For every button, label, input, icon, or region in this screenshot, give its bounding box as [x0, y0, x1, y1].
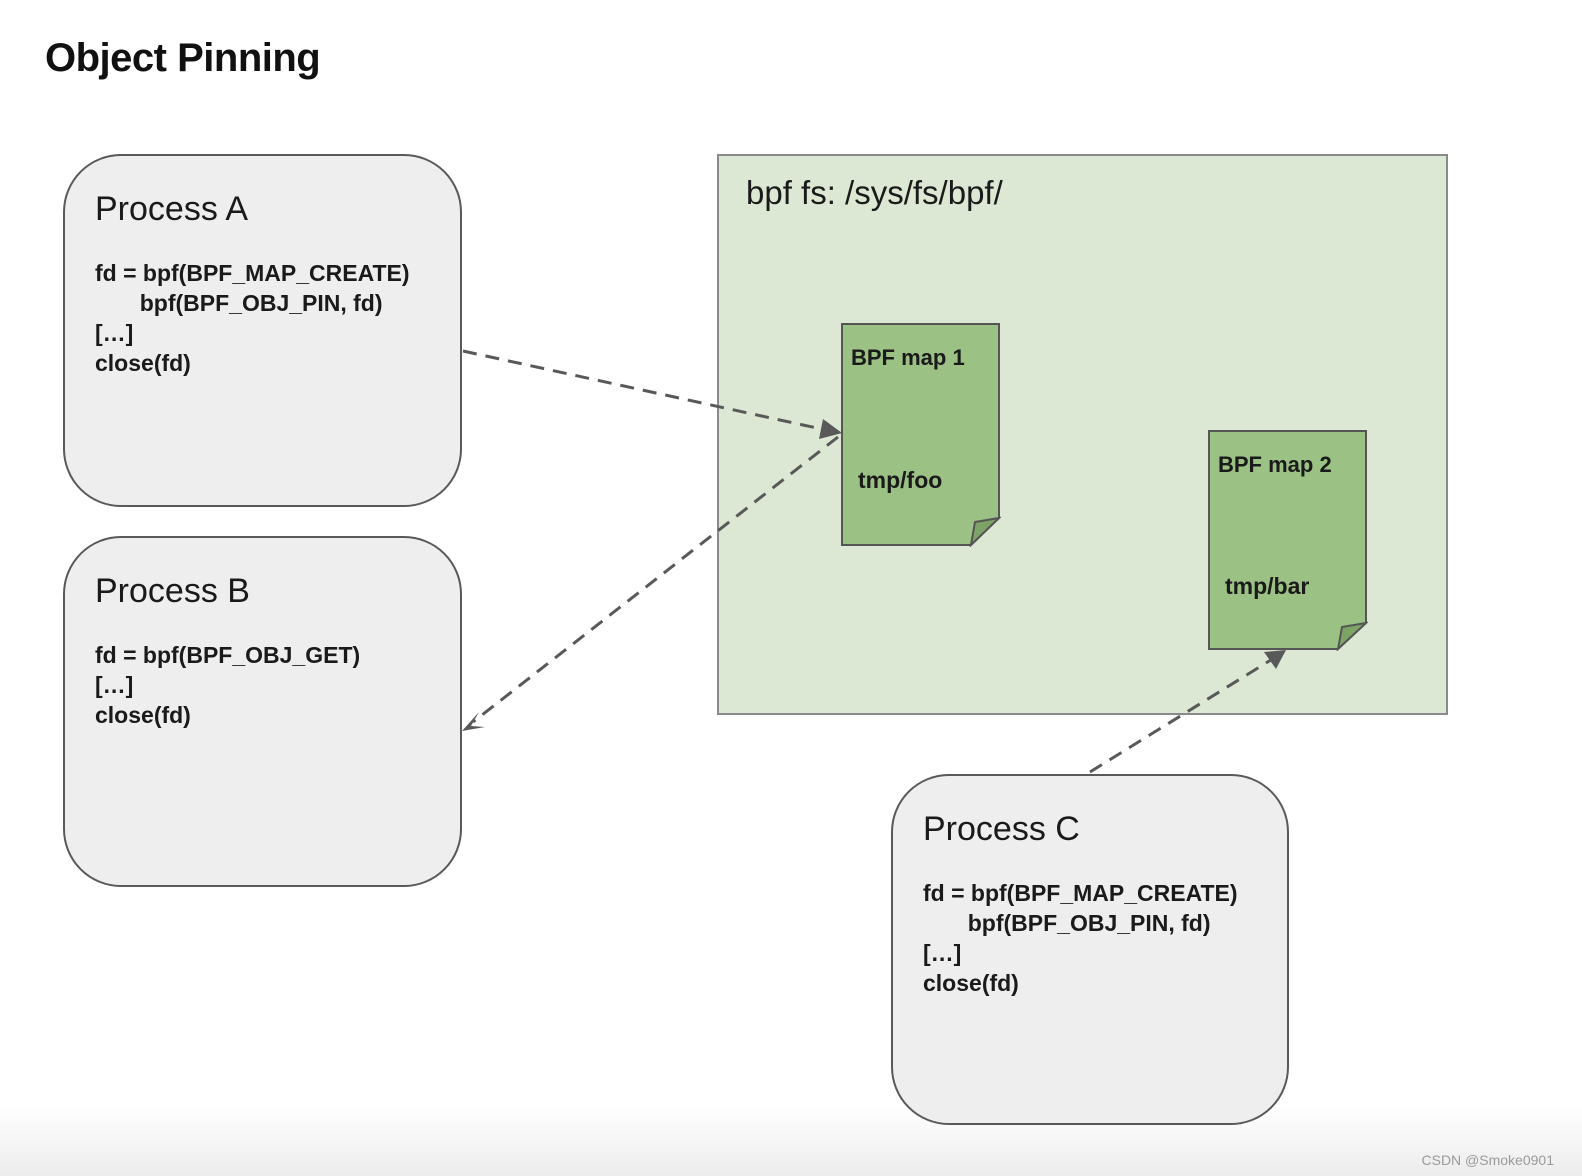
- process-a-box: Process A fd = bpf(BPF_MAP_CREATE) bpf(B…: [63, 154, 462, 507]
- process-b-box: Process B fd = bpf(BPF_OBJ_GET) […] clos…: [63, 536, 462, 887]
- bpf-map-1: BPF map 1 tmp/foo: [841, 323, 1001, 547]
- arrow-map-1-to-process-b: [472, 435, 839, 724]
- process-a-title: Process A: [95, 190, 249, 228]
- bpf-map-1-path: tmp/foo: [858, 467, 943, 493]
- process-c-box: Process C fd = bpf(BPF_MAP_CREATE) bpf(B…: [891, 774, 1289, 1125]
- bpf-map-1-document-icon: [841, 323, 1001, 547]
- arrow-process-a-to-map-1: [462, 349, 827, 432]
- arrowhead-map-2: [1264, 650, 1286, 669]
- arrow-process-c-to-map-2: [1089, 656, 1275, 774]
- bpf-map-2-path: tmp/bar: [1225, 573, 1310, 599]
- arrowhead-process-b: [462, 712, 485, 731]
- process-b-title: Process B: [95, 572, 250, 610]
- watermark: CSDN @Smoke0901: [1421, 1152, 1555, 1168]
- arrowhead-map-1: [819, 419, 842, 439]
- process-c-title: Process C: [923, 810, 1080, 848]
- bottom-shade: [0, 1106, 1582, 1176]
- bpf-map-2: BPF map 2 tmp/bar: [1208, 430, 1368, 651]
- bpf-fs-label: bpf fs: /sys/fs/bpf/: [746, 174, 1003, 211]
- bpf-map-1-name: BPF map 1: [851, 345, 965, 370]
- process-c-code: fd = bpf(BPF_MAP_CREATE) bpf(BPF_OBJ_PIN…: [923, 880, 1238, 996]
- bpf-map-2-document-icon: [1208, 430, 1368, 651]
- process-a-code: fd = bpf(BPF_MAP_CREATE) bpf(BPF_OBJ_PIN…: [95, 260, 410, 376]
- bpf-map-2-name: BPF map 2: [1218, 452, 1332, 477]
- process-b-code: fd = bpf(BPF_OBJ_GET) […] close(fd): [95, 642, 361, 728]
- page-title: Object Pinning: [45, 36, 321, 80]
